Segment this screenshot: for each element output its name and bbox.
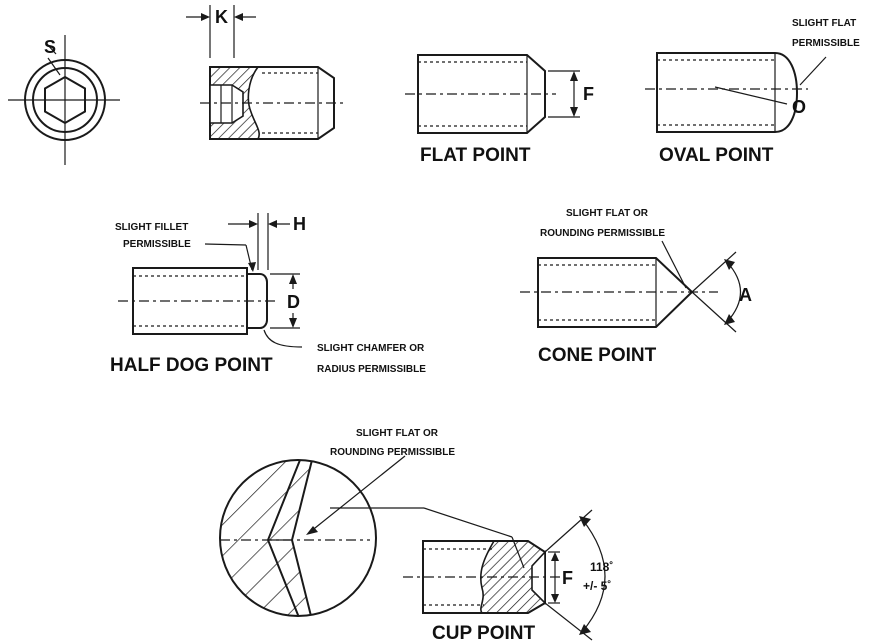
cone-point-view: A SLIGHT FLAT OR ROUNDING PERMISSIBLE CO… [520,208,752,366]
socket-section-view: K [186,5,345,140]
label-k: K [215,7,228,27]
note-oval-flat-1: SLIGHT FLAT [792,18,856,29]
note-fillet-1: SLIGHT FILLET [115,222,188,233]
note-oval-flat-2: PERMISSIBLE [792,38,860,49]
title-cone-point: CONE POINT [538,345,657,366]
label-a: A [739,285,752,305]
title-flat-point: FLAT POINT [420,145,531,166]
title-half-dog-point: HALF DOG POINT [110,355,273,376]
half-dog-point-view: H SLIGHT FILLET PERMISSIBLE D SLIGHT CHA… [110,213,426,376]
note-chamfer-2: RADIUS PERMISSIBLE [317,364,426,375]
label-f: F [583,84,594,104]
socket-end-view: S [8,35,120,165]
label-angle-118: 118˚ [590,560,613,574]
cup-point-view: SLIGHT FLAT OR ROUNDING PERMISSIBLE F 11… [219,428,613,643]
title-cup-point: CUP POINT [432,623,536,643]
note-cup-flat-2: ROUNDING PERMISSIBLE [330,447,455,458]
oval-point-view: O SLIGHT FLAT PERMISSIBLE OVAL POINT [645,18,860,166]
label-angle-tolerance: +/- 5˚ [583,579,611,593]
note-fillet-2: PERMISSIBLE [123,239,191,250]
note-cup-flat-1: SLIGHT FLAT OR [356,428,439,439]
note-cone-flat-2: ROUNDING PERMISSIBLE [540,228,665,239]
flat-point-view: F FLAT POINT [405,54,594,166]
label-d: D [287,292,300,312]
label-f-cup: F [562,568,573,588]
note-chamfer-1: SLIGHT CHAMFER OR [317,343,425,354]
label-h: H [293,214,306,234]
label-o: O [792,97,806,117]
note-cone-flat-1: SLIGHT FLAT OR [566,208,649,219]
title-oval-point: OVAL POINT [659,145,774,166]
label-s: S [44,37,56,57]
